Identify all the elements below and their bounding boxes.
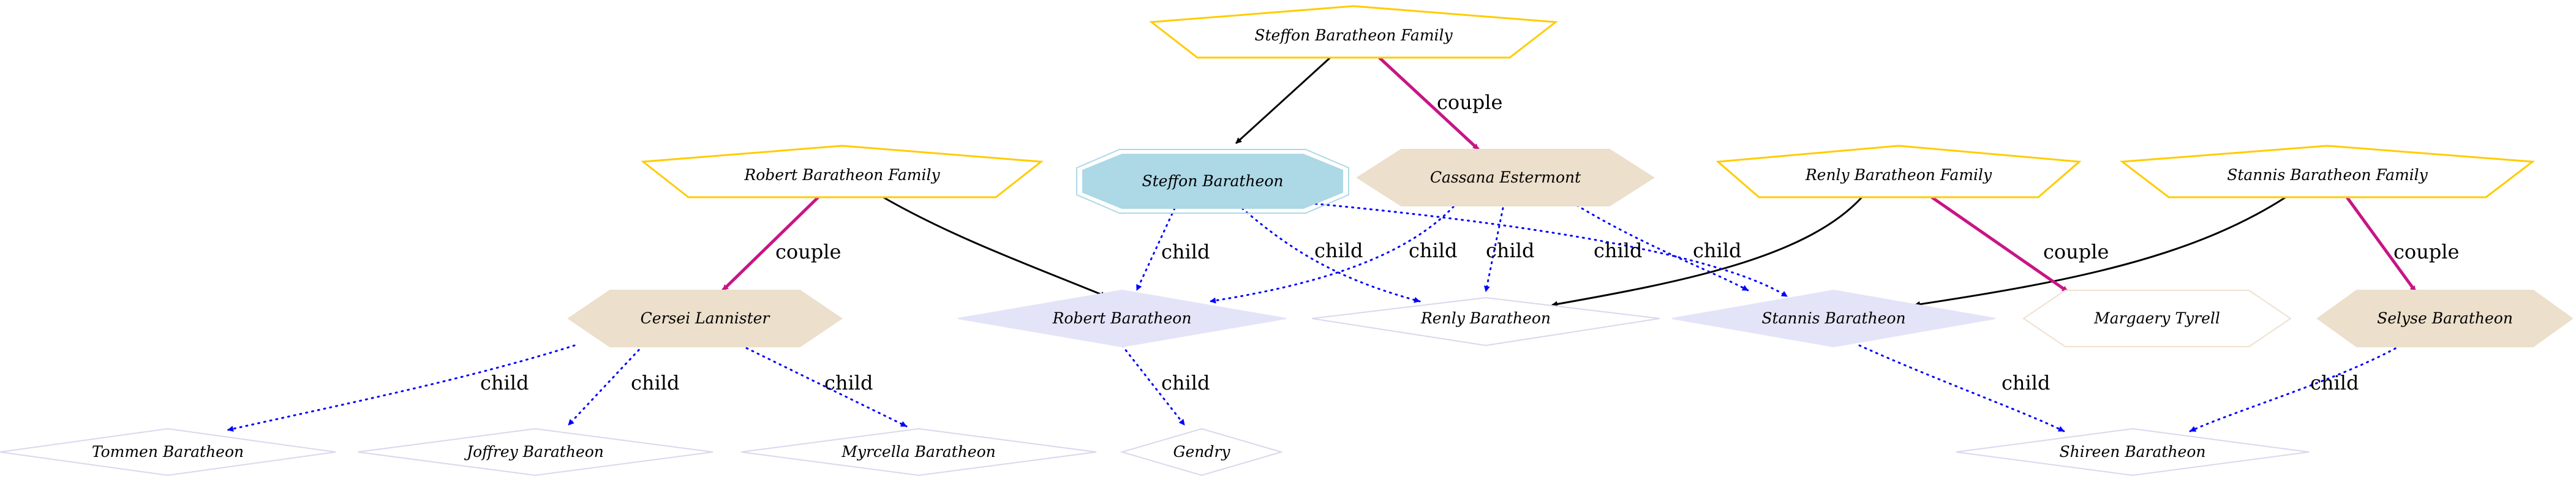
node-renly-family-shape [1715,145,2082,198]
node-steffon[interactable]: Steffon Baratheon [1076,149,1349,214]
node-renly-family-label: Renly Baratheon Family [1805,166,1992,184]
node-cassana-shape [1356,149,1655,206]
edge-label-child-robert-gendry: child [1161,371,1210,394]
edge-label-couple-robert-cersei: couple [775,240,841,263]
node-selyse-label: Selyse Baratheon [2377,309,2513,327]
node-margaery-label: Margaery Tyrell [2093,309,2220,327]
node-steffon-family[interactable]: Steffon Baratheon Family [1149,5,1558,59]
edge-label-child-cassana-robert: child [1409,239,1457,262]
node-tommen[interactable]: Tommen Baratheon [0,428,336,477]
node-robert-shape [957,289,1287,348]
node-stannis-shape [1671,289,1996,348]
node-gendry[interactable]: Gendry [1120,428,1284,477]
edge-steffon-family-to-steffon [1235,56,1331,145]
node-renly-label: Renly Baratheon [1420,309,1551,327]
node-steffon-outer-shape [1076,149,1349,214]
node-robert-family[interactable]: Robert Baratheon Family [641,145,1044,198]
edge-label-child-stannis-shireen: child [2002,371,2050,394]
nodes: Steffon Baratheon Family Robert Baratheo… [0,5,2574,477]
node-stannis-label: Stannis Baratheon [1761,309,1905,327]
edge-label-couple-stannis-selyse: couple [2393,240,2459,263]
edge-stannis-family-to-selyse [2345,196,2417,293]
edge-renly-family-to-margaery [1930,195,2069,293]
edge-label-child-steffon-renly: child [1314,239,1363,262]
edge-labels: couple couple couple couple child child … [480,91,2459,394]
edge-steffon-family-to-cassana [1378,56,1480,151]
node-margaery-shape [2022,290,2292,347]
edge-label-child-cassana-stannis: child [1693,239,1741,262]
node-joffrey[interactable]: Joffrey Baratheon [357,428,714,477]
node-robert-family-label: Robert Baratheon Family [744,166,940,184]
edge-label-child-cassana-renly: child [1486,239,1534,262]
node-margaery[interactable]: Margaery Tyrell [2022,290,2292,347]
node-cersei-shape [567,290,843,347]
node-myrcella-label: Myrcella Baratheon [841,443,996,461]
edge-cersei-to-myrcella [740,344,908,428]
edge-stannis-to-shireen [1858,344,2065,432]
node-steffon-family-label: Steffon Baratheon Family [1254,26,1453,44]
edge-label-child-cersei-tommen: child [480,371,529,394]
edge-robert-to-gendry [1121,344,1186,426]
node-steffon-shape [1082,154,1343,209]
edge-label-couple-renly-margaery: couple [2043,240,2109,263]
node-selyse-shape [2316,290,2574,347]
edge-label-couple-steffon-cassana: couple [1437,91,1502,114]
node-robert-label: Robert Baratheon [1052,309,1192,327]
node-shireen-label: Shireen Baratheon [2059,443,2205,461]
edge-label-child-steffon-robert: child [1161,240,1210,263]
edge-cassana-to-stannis [1570,201,1749,292]
node-renly-family[interactable]: Renly Baratheon Family [1715,145,2082,198]
edge-stannis-family-to-stannis [1914,196,2286,307]
node-cersei-label: Cersei Lannister [641,309,771,327]
node-stannis-family-label: Stannis Baratheon Family [2227,166,2428,184]
node-myrcella[interactable]: Myrcella Baratheon [740,428,1097,477]
node-stannis[interactable]: Stannis Baratheon [1671,289,1996,348]
edge-cersei-to-tommen [227,344,576,432]
node-renly-shape [1311,296,1660,347]
edge-selyse-to-shireen [2189,344,2402,432]
node-myrcella-shape [740,428,1097,477]
node-renly[interactable]: Renly Baratheon [1311,296,1660,347]
node-robert-family-shape [641,145,1044,198]
edge-label-child-cersei-joffrey: child [631,371,679,394]
edge-steffon-to-robert [1135,207,1176,292]
node-joffrey-shape [357,428,714,477]
node-cassana[interactable]: Cassana Estermont [1356,149,1655,206]
edge-cassana-to-robert [1209,201,1459,304]
edge-cersei-to-joffrey [567,344,644,426]
node-stannis-family-shape [2119,145,2536,198]
node-steffon-label: Steffon Baratheon [1142,172,1283,190]
edge-robert-family-to-cersei [721,196,819,292]
node-robert[interactable]: Robert Baratheon [957,289,1287,348]
node-shireen[interactable]: Shireen Baratheon [1956,428,2310,477]
node-cassana-label: Cassana Estermont [1430,168,1581,186]
edge-label-child-steffon-stannis: child [1594,239,1642,262]
node-gendry-label: Gendry [1173,443,1231,461]
node-stannis-family[interactable]: Stannis Baratheon Family [2119,145,2536,198]
node-gendry-shape [1120,428,1284,477]
node-selyse[interactable]: Selyse Baratheon [2316,290,2574,347]
edges [227,56,2417,432]
node-shireen-shape [1956,428,2310,477]
node-tommen-label: Tommen Baratheon [92,443,244,461]
node-cersei[interactable]: Cersei Lannister [567,290,843,347]
node-steffon-family-shape [1149,5,1558,59]
node-tommen-shape [0,428,336,477]
edge-renly-family-to-renly [1551,196,1863,307]
edge-label-child-selyse-shireen: child [2310,371,2359,394]
edge-label-child-cersei-myrcella: child [824,371,873,394]
node-joffrey-label: Joffrey Baratheon [464,443,604,461]
edge-robert-family-to-robert [883,196,1107,298]
